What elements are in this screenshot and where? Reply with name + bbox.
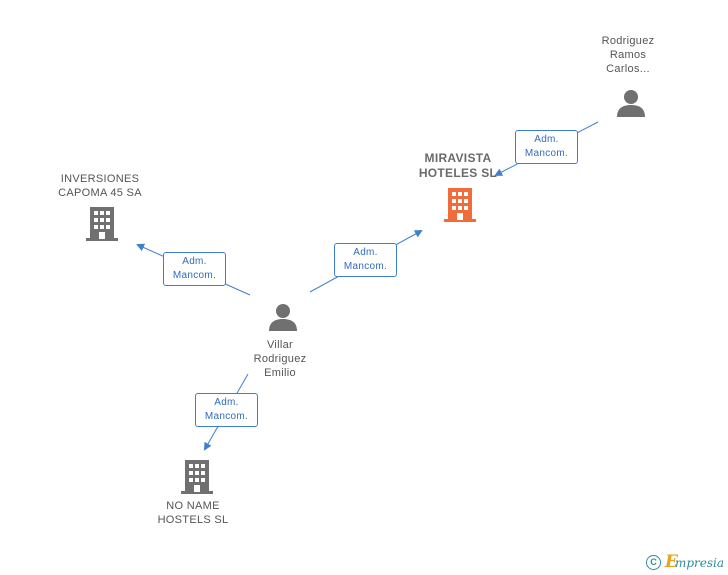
company-label-no-name-hostels[interactable]: NO NAME HOSTELS SL	[143, 499, 243, 527]
company-label-miravista-hoteles[interactable]: MIRAVISTA HOTELES SL	[408, 151, 508, 181]
edge-label-line: Mancom.	[172, 270, 217, 281]
label-line: Villar	[266, 339, 294, 351]
edge-label-line: Mancom.	[204, 411, 249, 422]
label-line: INVERSIONES	[60, 173, 140, 185]
label-line: Carlos...	[606, 63, 650, 75]
empresia-logo[interactable]: Empresia	[665, 552, 724, 572]
person-icon[interactable]	[268, 303, 298, 331]
empresia-footer: C Empresia	[645, 552, 724, 572]
person-icon[interactable]	[616, 89, 646, 117]
person-label-rodriguez-ramos[interactable]: Rodriguez Ramos Carlos...	[588, 34, 668, 76]
edge-label-villar-to-nonname[interactable]: Adm. Mancom.	[195, 393, 258, 427]
label-line: CAPOMA 45 SA	[58, 187, 142, 199]
edge-label-line: Mancom.	[524, 148, 569, 159]
edge-label-villar-to-capoma[interactable]: Adm. Mancom.	[163, 252, 226, 286]
edge-label-line: Adm.	[214, 397, 239, 408]
label-line: HOTELES SL	[418, 166, 498, 180]
person-label-villar-rodriguez[interactable]: Villar Rodriguez Emilio	[240, 338, 320, 380]
edge-label-rodriguez-to-miravista[interactable]: Adm. Mancom.	[515, 130, 578, 164]
building-icon[interactable]	[86, 207, 118, 241]
label-line: Rodriguez	[601, 35, 655, 47]
building-icon[interactable]	[181, 460, 213, 494]
edge-label-villar-to-miravista[interactable]: Adm. Mancom.	[334, 243, 397, 277]
label-line: Rodriguez	[253, 353, 307, 365]
edge-label-line: Mancom.	[343, 261, 388, 272]
label-line: NO NAME	[166, 500, 220, 512]
label-line: MIRAVISTA	[424, 151, 492, 165]
edge-label-line: Adm.	[534, 134, 559, 145]
brand-name: mpresia	[674, 556, 724, 570]
edge-label-line: Adm.	[353, 247, 378, 258]
edge-label-line: Adm.	[182, 256, 207, 267]
label-line: Emilio	[264, 367, 296, 379]
company-label-inversiones-capoma[interactable]: INVERSIONES CAPOMA 45 SA	[48, 172, 152, 200]
copyright-icon: C	[645, 554, 661, 570]
label-line: HOSTELS SL	[157, 514, 229, 526]
brand-initial: E	[664, 552, 678, 572]
label-line: Ramos	[609, 49, 647, 61]
building-icon[interactable]	[444, 188, 476, 222]
